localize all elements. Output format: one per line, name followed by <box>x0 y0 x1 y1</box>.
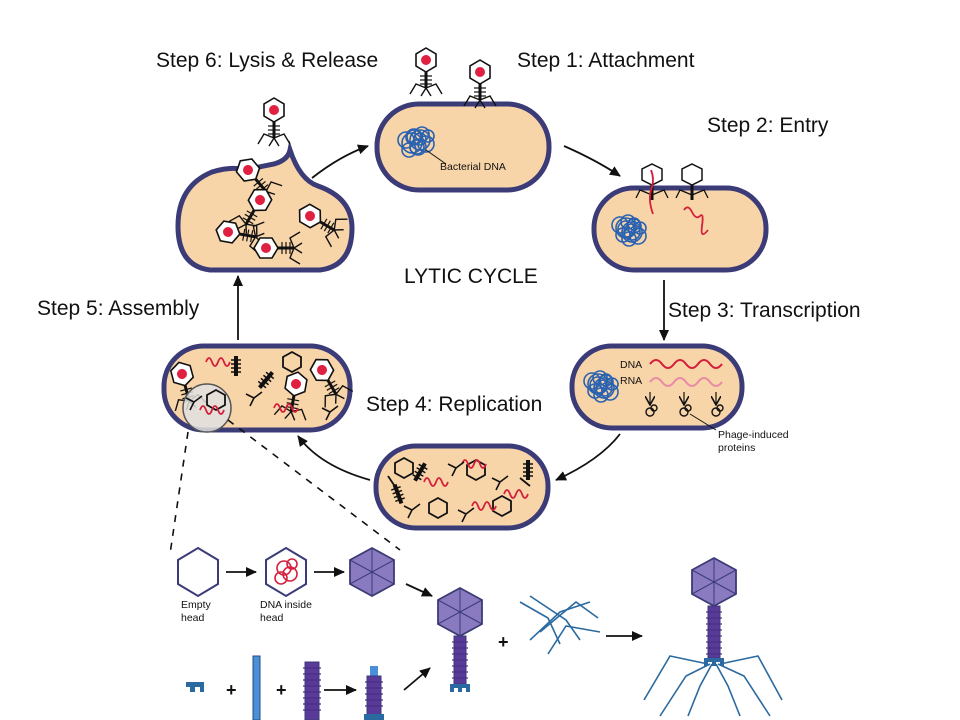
center-title: LYTIC CYCLE <box>404 265 538 288</box>
step5-label: Step 5: Assembly <box>37 297 200 320</box>
phage-proteins-label-2: proteins <box>718 442 755 454</box>
cell-transcription: DNA RNA Phage-induced proteins <box>569 343 789 454</box>
assembled-tail-icon <box>364 666 384 720</box>
empty-head-label-1: Empty <box>181 599 212 611</box>
capsid-icon <box>349 546 395 598</box>
entry-phage-2 <box>675 163 709 200</box>
step3-label: Step 3: Transcription <box>668 299 861 322</box>
dna-head-label-2: head <box>260 612 284 624</box>
dna-head-icon <box>265 546 307 598</box>
step4-label: Step 4: Replication <box>366 393 543 416</box>
step6-label: Step 6: Lysis & Release <box>156 49 379 72</box>
phage-no-fibers-icon <box>437 586 483 692</box>
phage-proteins-label-1: Phage-induced <box>718 429 789 441</box>
cycle-arrows <box>233 144 669 481</box>
bacterial-dna-label: Bacterial DNA <box>440 161 506 173</box>
cell-attachment: Bacterial DNA <box>374 46 552 193</box>
tail-fibers-icon <box>519 595 601 655</box>
cell-replication <box>373 443 551 531</box>
baseplate-icon <box>186 682 204 692</box>
cell-entry <box>591 163 769 273</box>
complete-phage-icon <box>643 556 783 717</box>
tail-tube-icon <box>252 655 261 720</box>
cell-lysis <box>175 96 355 273</box>
zoom-line-left <box>169 431 189 555</box>
assembly-detail: Empty head DNA inside head <box>177 546 783 720</box>
cell-assembly <box>161 343 356 433</box>
plus-sign-3: + <box>276 680 287 700</box>
dna-head-label-1: DNA inside <box>260 599 312 611</box>
step2-label: Step 2: Entry <box>707 114 829 137</box>
rna-label: RNA <box>620 375 642 387</box>
empty-head-icon <box>177 546 219 598</box>
plus-sign-2: + <box>226 680 237 700</box>
tail-sheath-icon <box>303 661 321 720</box>
dna-label: DNA <box>620 359 642 371</box>
entry-phage-1 <box>635 163 669 215</box>
empty-head-label-2: head <box>181 612 205 624</box>
step1-label: Step 1: Attachment <box>517 49 695 72</box>
plus-sign-1: + <box>498 632 509 652</box>
